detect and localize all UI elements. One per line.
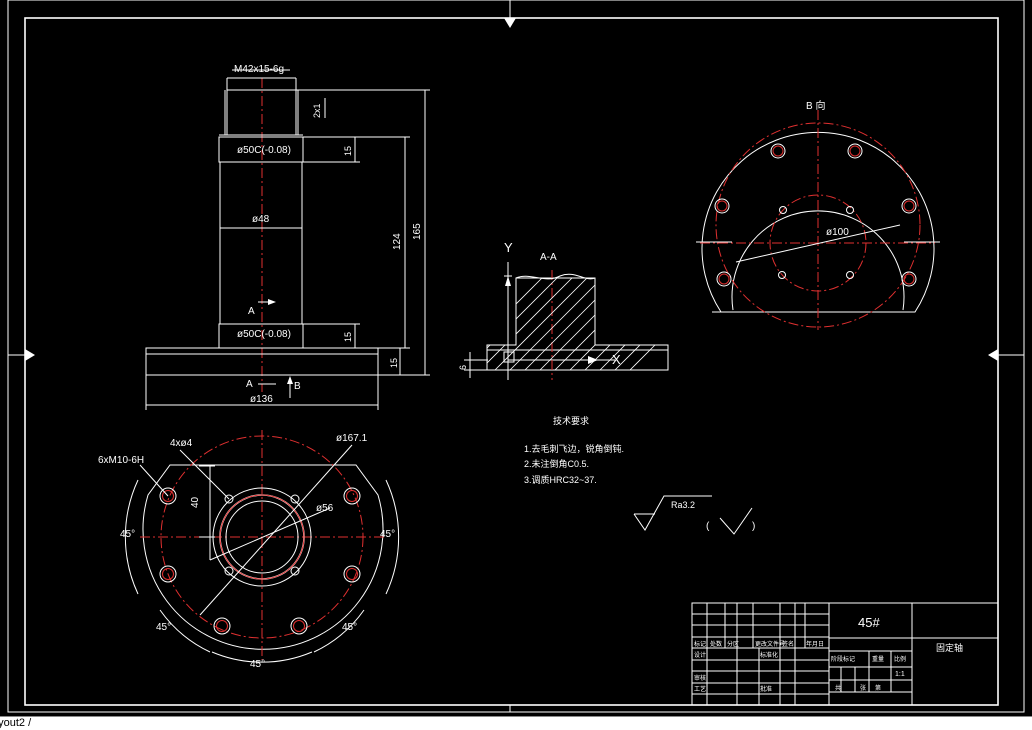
part-name: 固定轴	[936, 642, 963, 653]
row-approve: 批准	[760, 685, 772, 693]
dia-136: ø136	[250, 394, 273, 405]
row-design: 设计	[694, 651, 706, 659]
dia-56: ø56	[316, 503, 334, 514]
layout-tab-bar: ayout2 /	[0, 716, 1032, 730]
sheet-unit: 张	[860, 684, 866, 692]
thread-spec: M42x15-6g	[234, 64, 284, 75]
section-mark-a-bottom: A	[246, 379, 253, 390]
scale-value: 1:1	[895, 671, 905, 678]
roughness-paren-close: )	[752, 521, 755, 532]
col-stage: 阶段标记	[831, 655, 855, 663]
chamfer-dim: 2x1	[312, 103, 322, 118]
view-b-title: B 向	[806, 99, 825, 112]
front-view	[145, 69, 430, 410]
dim-15-b: 15	[343, 332, 353, 342]
thread-holes-spec: 6xM10-6H	[98, 455, 144, 466]
dia-50-bottom: ø50C(-0.08)	[237, 329, 291, 340]
section-mark-a-top: A	[248, 306, 255, 317]
dim-15-a: 15	[343, 146, 353, 156]
col-sign: 签名	[782, 640, 794, 648]
dia-100: ø100	[826, 227, 849, 238]
notes-line-3: 3.调质HRC32~37.	[524, 474, 597, 485]
axis-x-label: X	[612, 352, 621, 367]
section-title: A-A	[540, 252, 557, 263]
layout-tab-layout2[interactable]: ayout2 /	[0, 717, 32, 729]
roughness-paren-open: (	[706, 521, 710, 532]
col-scale: 比例	[894, 655, 906, 663]
dim-165: 165	[412, 223, 423, 240]
notes-title: 技术要求	[553, 415, 589, 426]
sheet-border	[7, 0, 1025, 713]
notes-line-1: 1.去毛刺飞边，锐角倒钝.	[524, 443, 624, 454]
angle-bottom-left: 45°	[156, 622, 171, 633]
view-b	[696, 110, 940, 330]
title-block	[691, 602, 999, 706]
roughness-value: Ra3.2	[671, 500, 695, 510]
angle-bottom: 45°	[250, 659, 265, 670]
roughness-symbol	[633, 495, 753, 535]
col-date: 年月日	[806, 640, 824, 648]
dim-6: 6	[458, 365, 468, 370]
row-check: 审核	[694, 674, 706, 682]
dia-50-top: ø50C(-0.08)	[237, 145, 291, 156]
angle-right: 45°	[380, 529, 395, 540]
dim-40: 40	[190, 496, 201, 508]
dia-167: ø167.1	[336, 433, 368, 444]
view-mark-b: B	[294, 381, 301, 392]
notes-line-2: 2.未注倒角C0.5.	[524, 458, 589, 469]
col-zone: 分区	[727, 640, 739, 648]
sheet-no: 第	[875, 684, 881, 692]
row-std: 标准化	[760, 651, 778, 659]
dim-124: 124	[392, 233, 403, 250]
angle-bottom-right: 45°	[342, 622, 357, 633]
col-mark: 标记	[694, 640, 706, 648]
dim-15-c: 15	[389, 358, 399, 368]
axis-y-label: Y	[504, 240, 513, 255]
dia-48: ø48	[252, 214, 270, 225]
col-qty: 处数	[710, 640, 722, 648]
sheet-total: 共	[835, 684, 841, 692]
col-doc: 更改文件号	[755, 640, 785, 648]
col-weight: 重量	[872, 655, 884, 663]
angle-left: 45°	[120, 529, 135, 540]
row-process: 工艺	[694, 685, 706, 693]
holes-4-spec: 4xø4	[170, 438, 193, 449]
material-label: 45#	[858, 615, 880, 630]
bottom-view	[124, 430, 400, 663]
